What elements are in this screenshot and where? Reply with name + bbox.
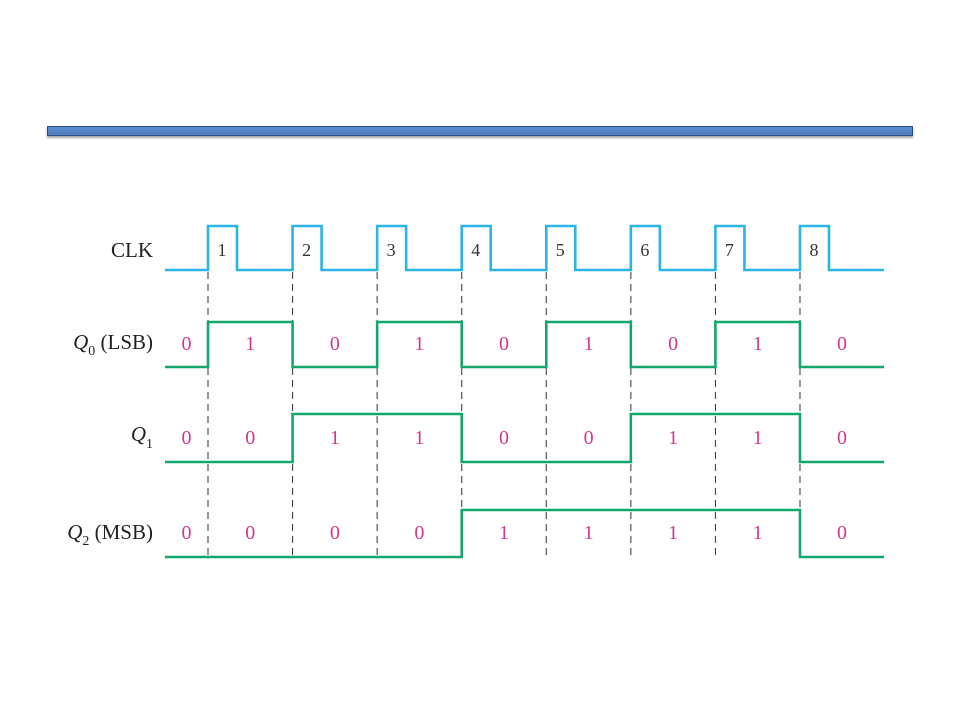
q2-state-digit: 0 xyxy=(182,522,192,544)
q0-state-digit: 1 xyxy=(584,333,594,355)
clk-pulse-number-1: 1 xyxy=(218,240,227,260)
q0-label: Q0 (LSB) xyxy=(73,330,153,359)
q1-state-digit: 1 xyxy=(753,427,763,449)
clk-pulse-number-8: 8 xyxy=(809,240,818,260)
q1-state-digit: 0 xyxy=(182,427,192,449)
clk-label: CLK xyxy=(111,238,153,262)
q2-label-subscript: 2 xyxy=(82,534,89,549)
q1-waveform xyxy=(165,412,884,464)
q0-state-digit: 1 xyxy=(245,333,255,355)
clk-waveform xyxy=(165,224,884,272)
clk-pulse-number-2: 2 xyxy=(302,240,311,260)
q1-state-digit: 1 xyxy=(668,427,678,449)
state-digits: 0 1 0 1 0 1 0 1 0 0 0 1 1 0 0 1 1 0 0 0 0 0 1 1 1 1 0 xyxy=(182,333,847,544)
q1-state-digit: 0 xyxy=(499,427,509,449)
q2-label-main: Q xyxy=(67,520,82,544)
q2-state-digit: 0 xyxy=(245,522,255,544)
clk-pulse-number-7: 7 xyxy=(725,240,734,260)
q2-state-digit: 1 xyxy=(668,522,678,544)
q1-state-digit: 0 xyxy=(837,427,847,449)
title-divider-bar xyxy=(47,126,913,136)
q1-state-digit: 0 xyxy=(245,427,255,449)
q0-state-digit: 1 xyxy=(753,333,763,355)
q0-state-digit: 1 xyxy=(414,333,424,355)
q2-state-digit: 0 xyxy=(414,522,424,544)
q2-waveform xyxy=(165,508,884,559)
q1-state-digit: 1 xyxy=(414,427,424,449)
clk-pulse-number-6: 6 xyxy=(640,240,649,260)
q0-state-digit: 0 xyxy=(668,333,678,355)
q0-waveform xyxy=(165,320,884,369)
q1-label-main: Q xyxy=(131,422,146,446)
q2-state-digit: 1 xyxy=(584,522,594,544)
q0-label-suffix: (LSB) xyxy=(95,330,153,354)
q2-state-digit: 1 xyxy=(499,522,509,544)
q2-state-digit: 0 xyxy=(330,522,340,544)
q2-state-digit: 0 xyxy=(837,522,847,544)
waveforms xyxy=(165,224,884,559)
clk-pulse-number-3: 3 xyxy=(387,240,396,260)
q1-state-digit: 0 xyxy=(584,427,594,449)
clk-pulse-number-5: 5 xyxy=(556,240,565,260)
q0-state-digit: 0 xyxy=(330,333,340,355)
q0-label-subscript: 0 xyxy=(88,344,95,359)
q0-label-main: Q xyxy=(73,330,88,354)
q2-label: Q2 (MSB) xyxy=(67,520,153,549)
clk-pulse-number-4: 4 xyxy=(471,240,480,260)
q0-state-digit: 0 xyxy=(837,333,847,355)
q1-label-subscript: 1 xyxy=(146,437,153,452)
q1-label: Q1 xyxy=(131,422,153,452)
q0-state-digit: 0 xyxy=(499,333,509,355)
q0-state-digit: 0 xyxy=(182,333,192,355)
q2-label-suffix: (MSB) xyxy=(89,520,153,544)
q2-state-digit: 1 xyxy=(753,522,763,544)
q1-state-digit: 1 xyxy=(330,427,340,449)
